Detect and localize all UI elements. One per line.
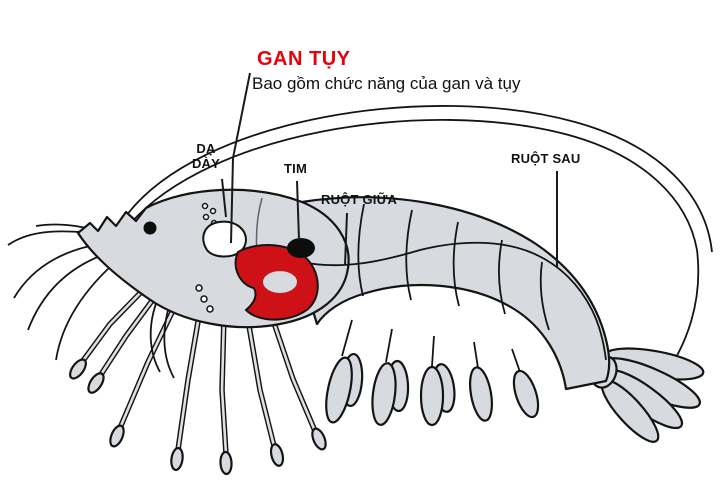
- leader-stomach: [221, 178, 227, 218]
- label-stomach: DẠ DÀY: [191, 141, 221, 171]
- heart-shape: [287, 238, 315, 258]
- hepatopancreas-inner: [263, 271, 297, 293]
- leader-heart: [296, 180, 300, 241]
- label-midgut: RUỘT GIỮA: [321, 192, 398, 207]
- label-heart: TIM: [284, 161, 307, 176]
- leader-hepatopancreas: [230, 72, 251, 244]
- label-hepatopancreas-title: GAN TỤY: [257, 48, 351, 70]
- abdomen-shape: [299, 196, 611, 391]
- eye: [143, 221, 157, 235]
- label-hindgut: RUỘT SAU: [511, 151, 581, 166]
- internal-organs: [202, 220, 607, 361]
- leader-midgut: [344, 212, 348, 266]
- label-hepatopancreas-subtitle: Bao gồm chức năng của gan và tụy: [252, 74, 521, 93]
- leader-lines: [221, 72, 558, 268]
- swimmerets: [325, 319, 540, 427]
- walking-legs: [69, 286, 327, 476]
